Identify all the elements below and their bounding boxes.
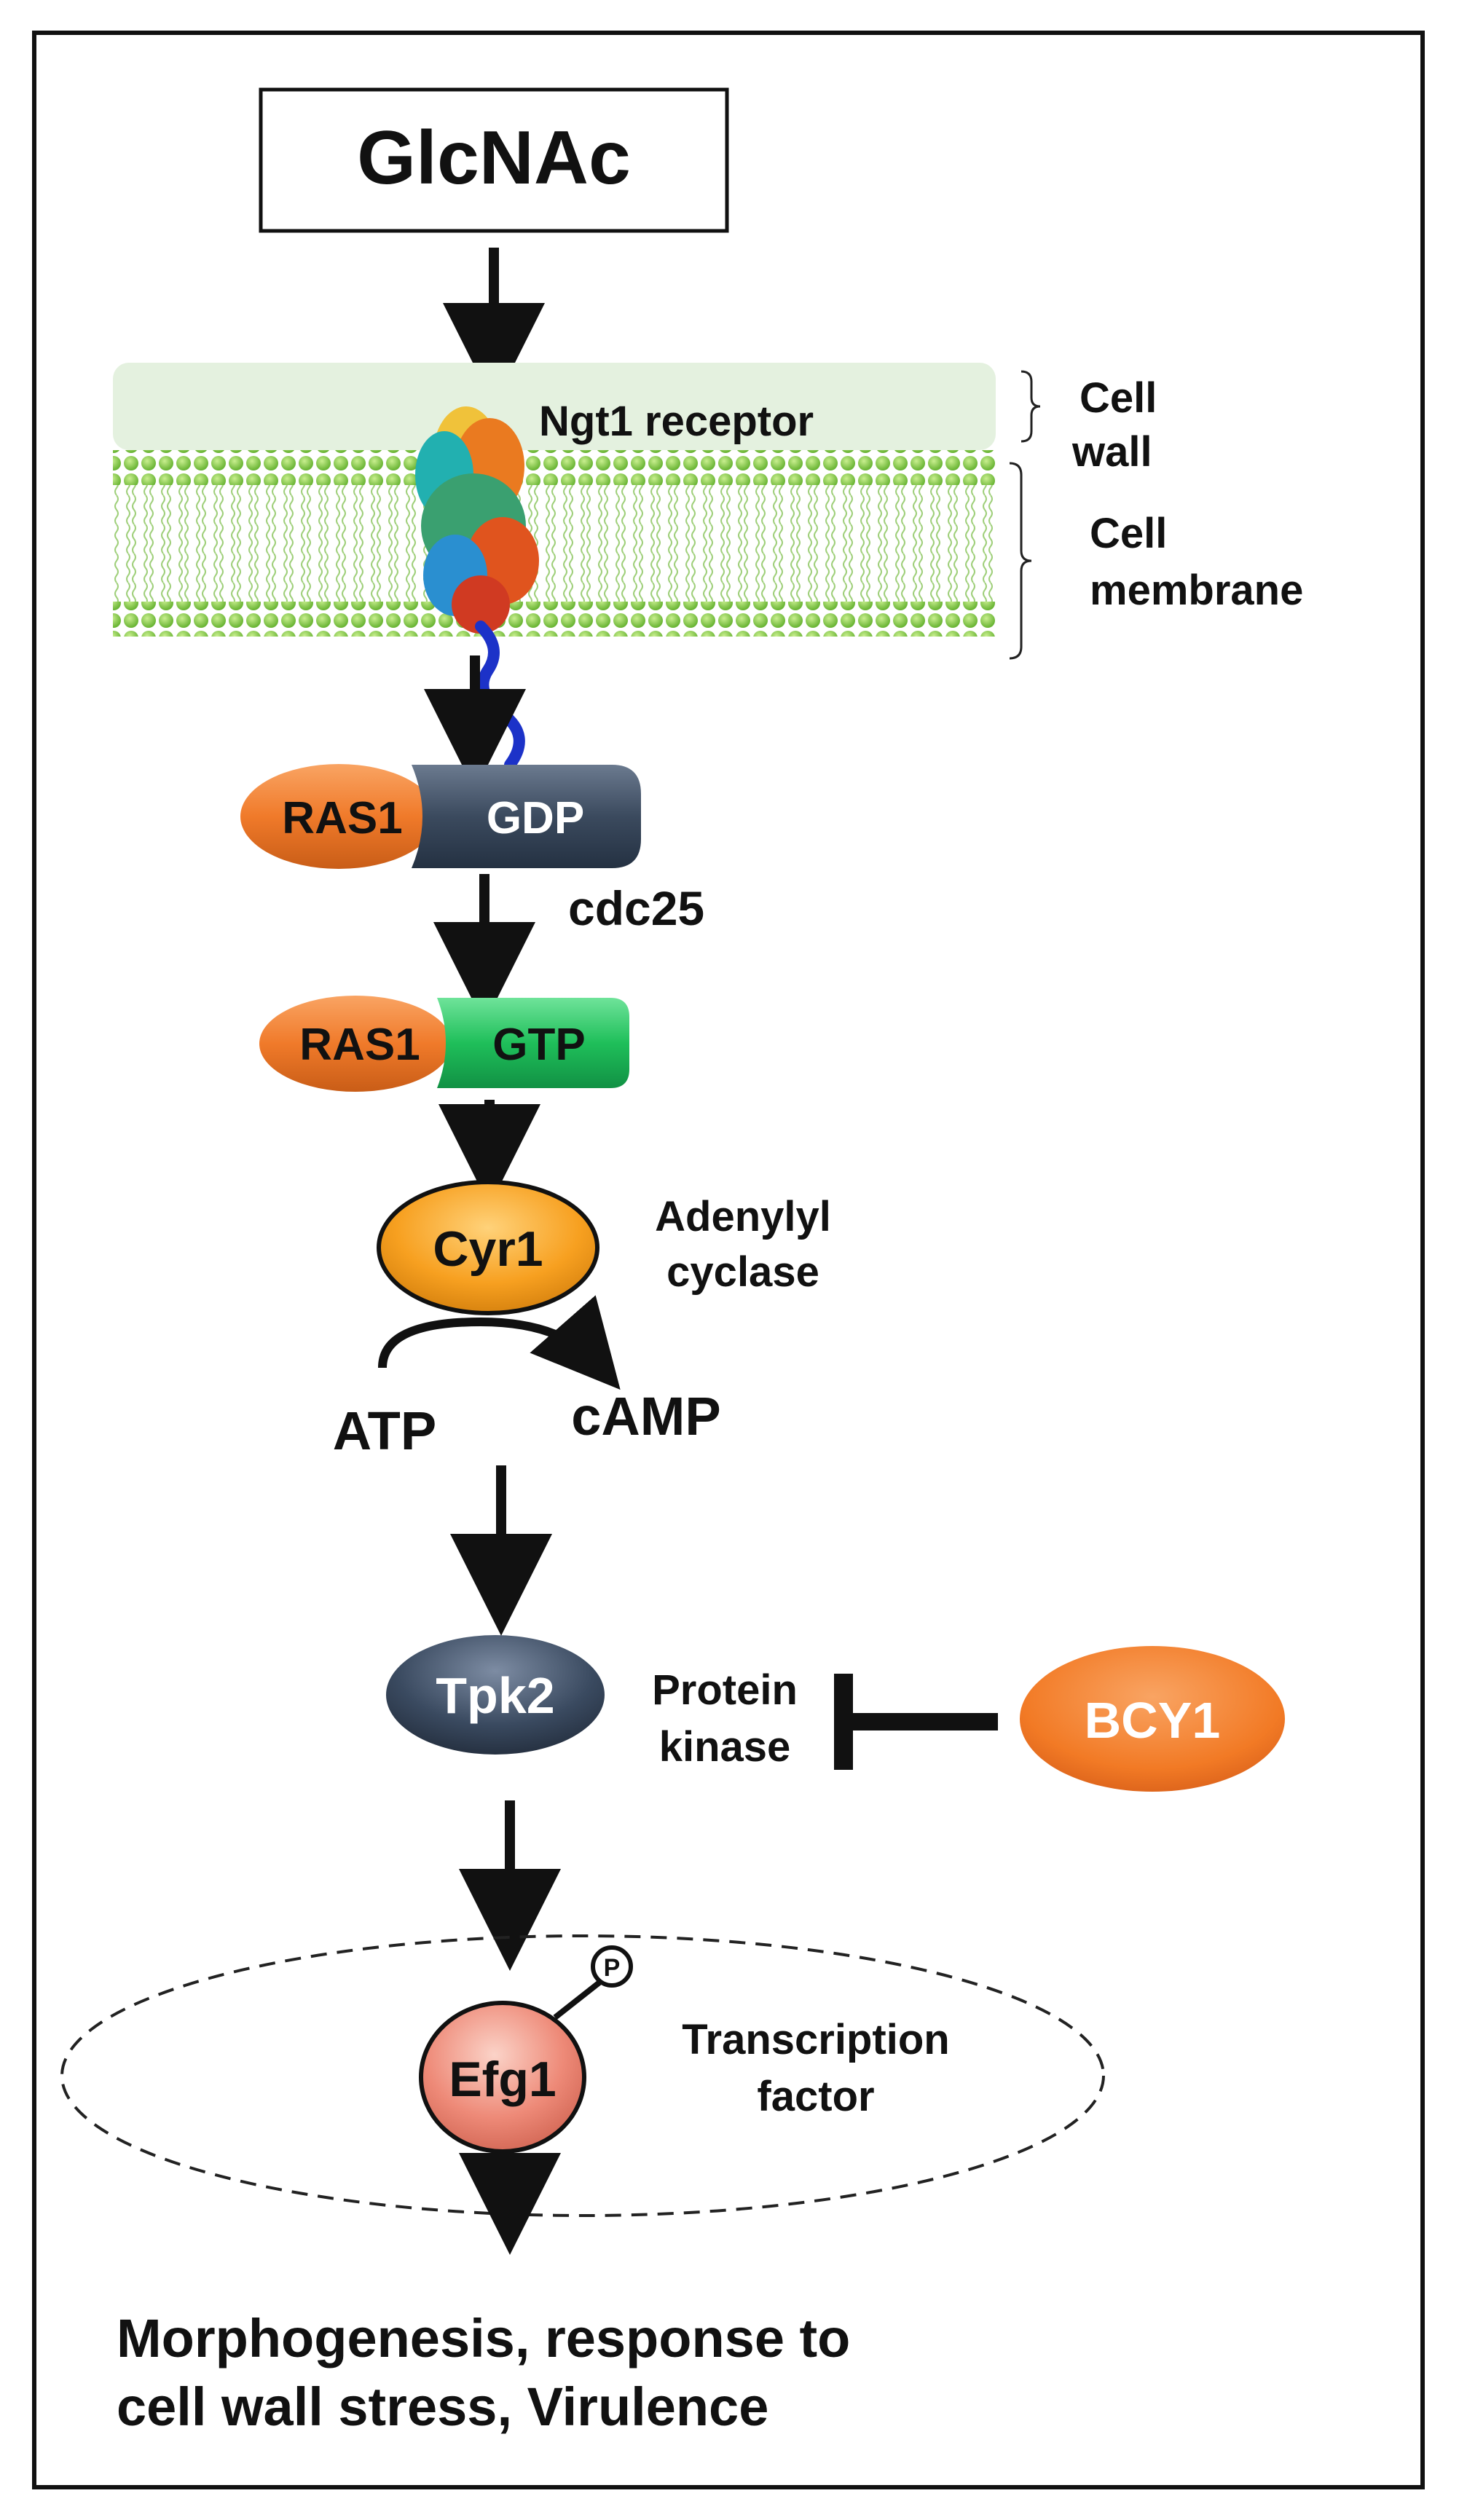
cell-wall-band: [113, 363, 996, 450]
tpk2-label: Tpk2: [436, 1667, 554, 1724]
kinase-description-line1: Protein: [652, 1666, 798, 1714]
camp-label: cAMP: [571, 1386, 721, 1446]
nucleus-outline: [60, 1934, 1105, 2217]
cell-wall-label-line1: Cell: [1079, 374, 1157, 422]
ras1-gdp-nucleotide-label: GDP: [487, 793, 584, 843]
bcy1-node: BCY1: [1020, 1646, 1285, 1792]
ras1-gtp-ras-shape: [259, 996, 452, 1092]
ras1-gtp-complex: RAS1 GTP: [259, 996, 629, 1092]
ras1-gdp-ras-shape: [240, 764, 437, 869]
glcnac-node: GlcNAc: [259, 87, 729, 233]
tf-description-line2: factor: [757, 2073, 874, 2120]
cell-membrane-label-line2: membrane: [1090, 567, 1303, 614]
ngt1-receptor-protein: [415, 406, 539, 771]
cell-membrane-label-line1: Cell: [1090, 510, 1167, 557]
phosphate-label: P: [604, 1954, 621, 1982]
ras1-gdp-ras-label: RAS1: [282, 793, 402, 843]
efg1-label: Efg1: [449, 2052, 556, 2107]
ras1-gtp-nucleotide-shape: [437, 998, 629, 1088]
tf-description-line1: Transcription: [682, 2016, 949, 2063]
arrow-atp-to-camp: [378, 1295, 621, 1390]
phosphate-node: P: [591, 1945, 633, 1988]
cdc25-label: cdc25: [568, 881, 704, 935]
outcome-line2: cell wall stress, Virulence: [117, 2377, 768, 2437]
cyr1-node: Cyr1: [377, 1180, 599, 1315]
cell-wall-brace: [1020, 370, 1041, 443]
cyclase-description-line2: cyclase: [666, 1248, 819, 1296]
ras1-gdp-complex: RAS1 GDP: [240, 764, 641, 869]
inhibition-bcy1-to-tpk2: [834, 1674, 998, 1770]
membrane-outer-tails: [113, 485, 996, 543]
cyclase-description-line1: Adenylyl: [655, 1193, 831, 1240]
tpk2-node: Tpk2: [386, 1635, 605, 1755]
ras1-gdp-nucleotide-shape: [412, 765, 641, 868]
efg1-node: Efg1: [419, 2001, 586, 2154]
kinase-description-line2: kinase: [659, 1723, 791, 1771]
membrane-inner-heads: [113, 602, 996, 637]
cyr1-label: Cyr1: [433, 1221, 543, 1277]
cell-membrane-brace: [1009, 462, 1032, 660]
cell-membrane: [113, 450, 996, 637]
glcnac-label: GlcNAc: [357, 116, 631, 200]
ras1-gtp-nucleotide-label: GTP: [492, 1020, 585, 1070]
ras1-gtp-ras-label: RAS1: [299, 1020, 420, 1070]
ngt1-receptor-label: Ngt1 receptor: [539, 398, 814, 445]
membrane-inner-tails: [113, 543, 996, 602]
outcome-line1: Morphogenesis, response to: [117, 2308, 850, 2369]
bcy1-label: BCY1: [1085, 1692, 1221, 1749]
cell-wall-label-line2: wall: [1071, 428, 1152, 476]
atp-label: ATP: [333, 1401, 437, 1461]
phospho-linker: [553, 1977, 605, 2020]
membrane-outer-heads: [113, 450, 996, 485]
